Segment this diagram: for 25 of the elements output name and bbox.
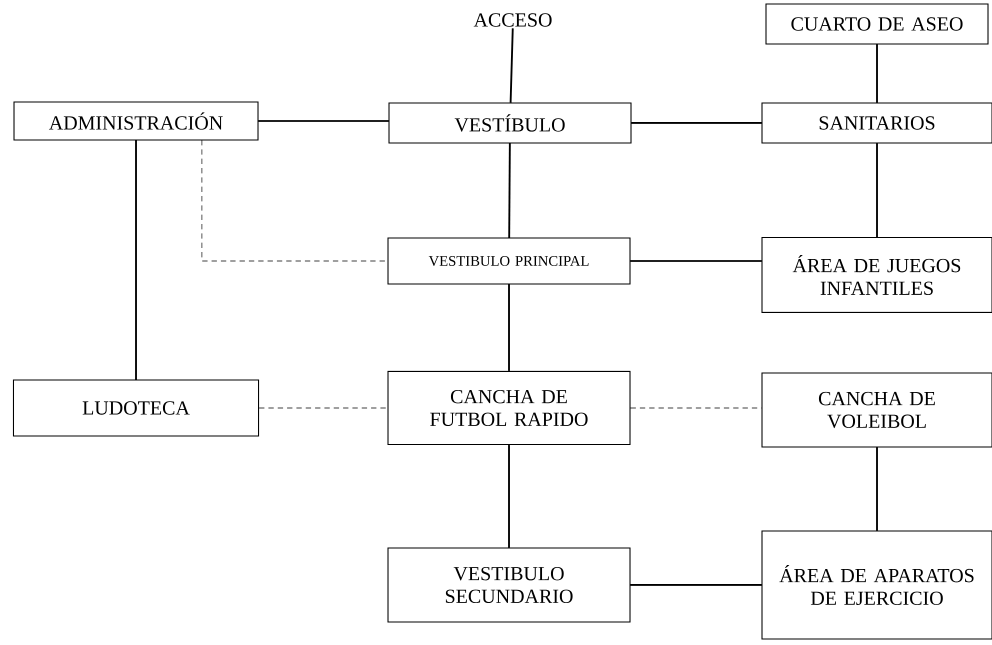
- connector-line: [632, 122, 762, 124]
- room-box: ÁREA DE JUEGOS INFANTILES: [761, 237, 992, 313]
- room-box: CUARTO DE ASEO: [765, 3, 989, 45]
- room-box: CANCHA DE FUTBOL RAPIDO: [387, 370, 631, 446]
- connector-line: [258, 120, 388, 122]
- connector-line: [876, 144, 878, 237]
- room-box: ÁREA DE APARATOS DE EJERCICIO: [761, 530, 992, 640]
- connector-line: [202, 140, 388, 262]
- connector-line: [510, 28, 514, 102]
- room-box: SANITARIOS: [761, 102, 992, 144]
- connector-line: [135, 140, 137, 380]
- connector-line: [508, 284, 510, 371]
- room-box: VESTIBULO PRINCIPAL: [387, 237, 631, 285]
- room-box: VESTÍBULO: [388, 102, 632, 144]
- room-box: VESTIBULO SECUNDARIO: [387, 547, 631, 623]
- room-box: LUDOTECA: [12, 379, 260, 437]
- room-box: ADMINISTRACIÓN: [13, 101, 259, 141]
- connector-line: [876, 448, 878, 530]
- connector-line: [508, 445, 510, 548]
- entrance-label: ACCESO: [474, 13, 552, 27]
- connector-line: [508, 144, 511, 238]
- connector-line: [630, 260, 762, 262]
- room-box: CANCHA DE VOLEIBOL: [761, 372, 992, 448]
- connector-line: [630, 584, 762, 586]
- connector-line: [876, 44, 878, 102]
